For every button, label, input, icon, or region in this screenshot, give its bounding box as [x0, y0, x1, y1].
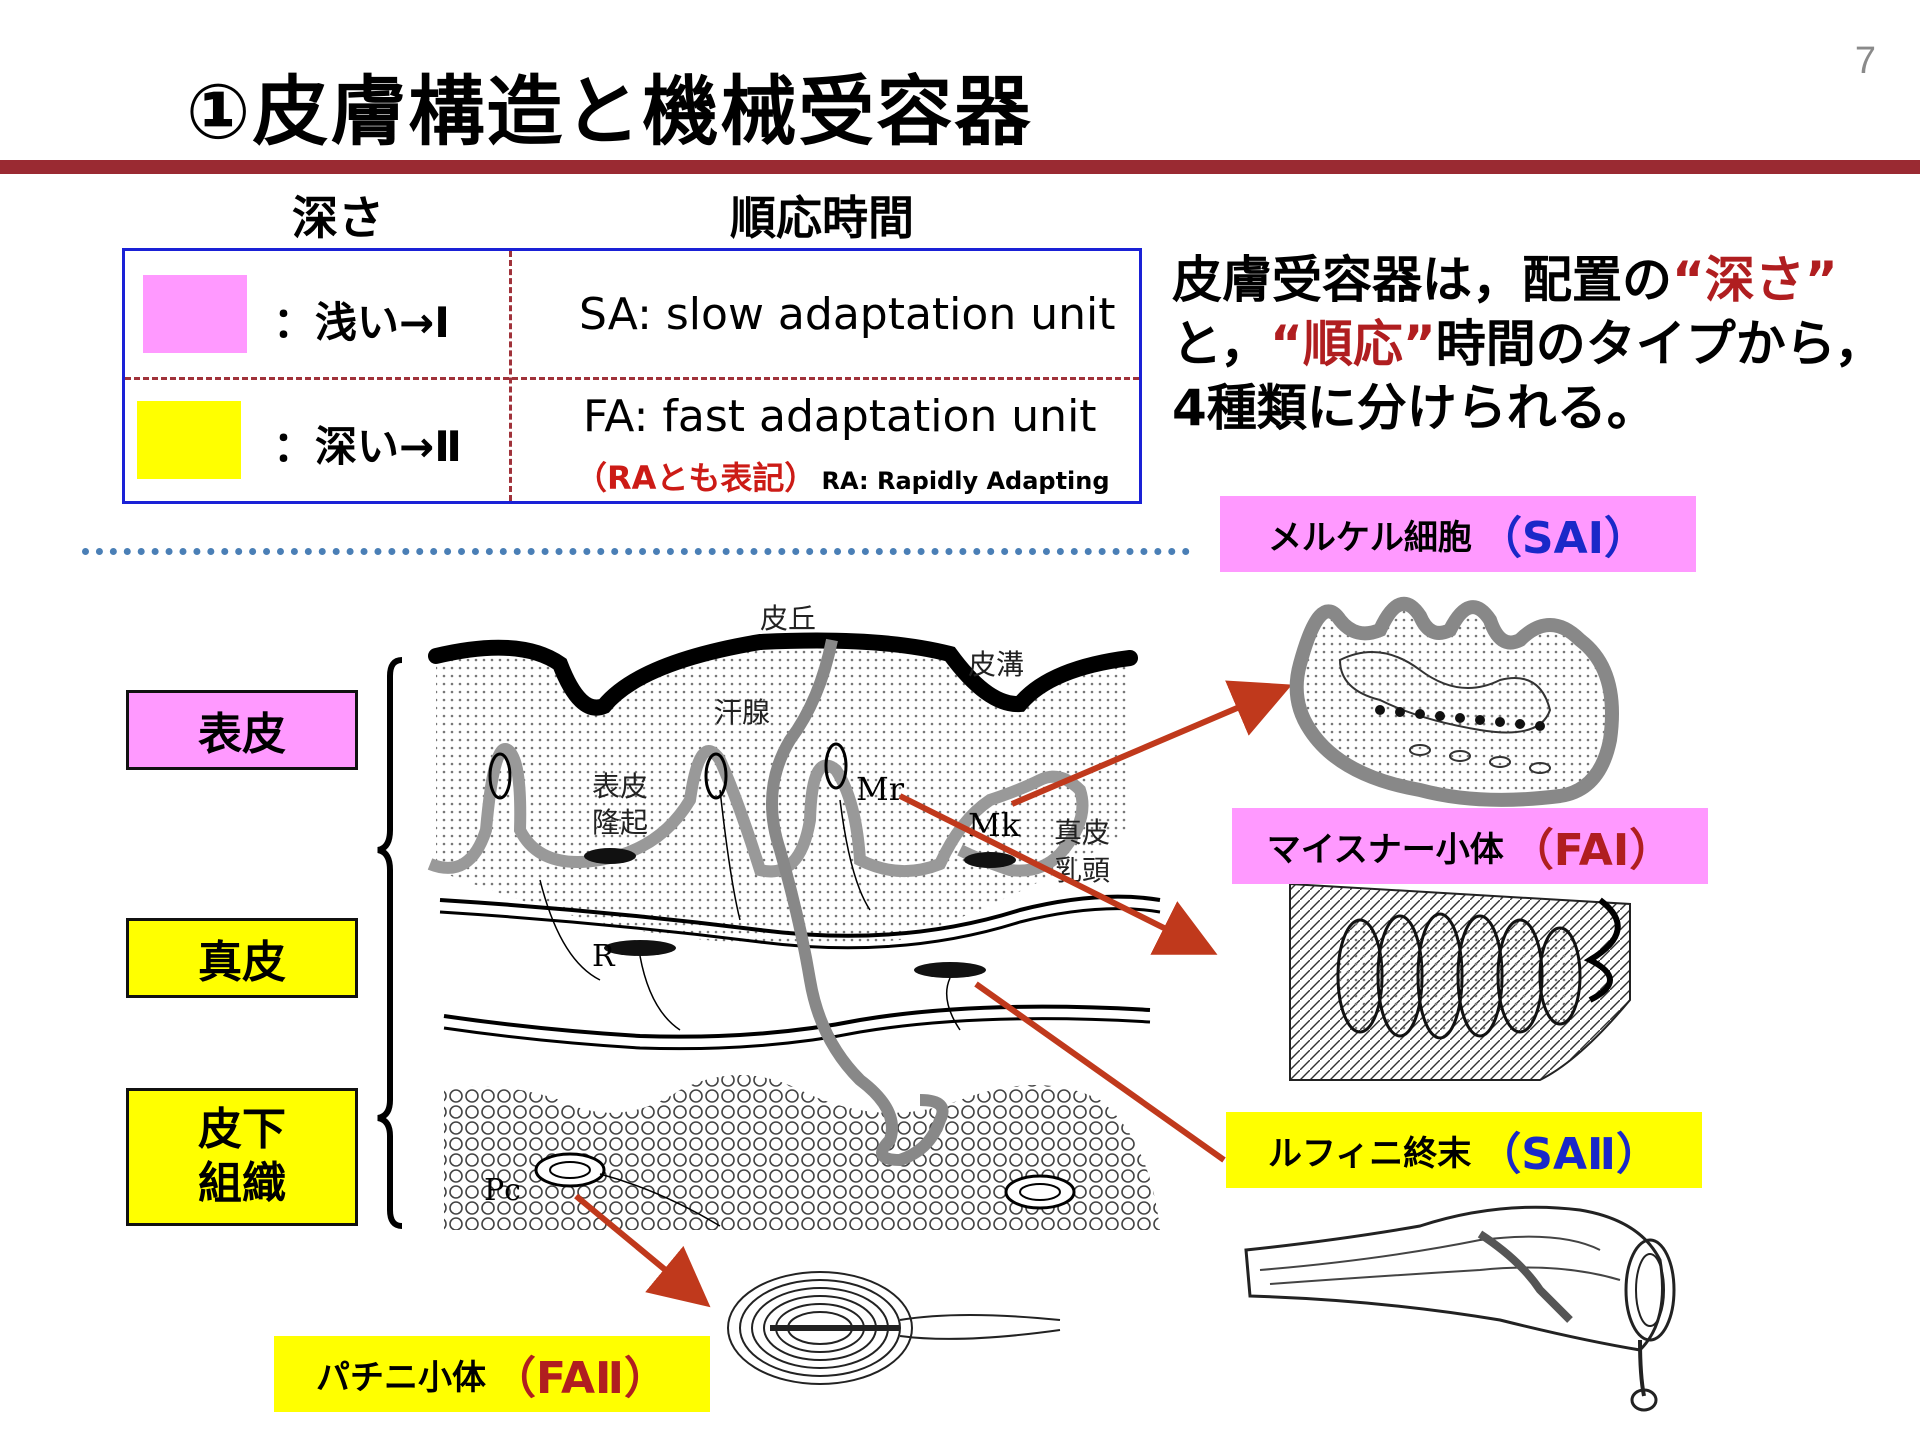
meissner-mid	[704, 752, 728, 800]
summary-highlight-adaptation: “順応”	[1270, 315, 1436, 373]
slide-title: ①皮膚構造と機械受容器	[186, 67, 1033, 156]
table-vertical-divider	[509, 251, 512, 501]
arrow-to-pacinian	[574, 1193, 711, 1308]
receptor-code-meissner: （FAⅠ）	[1509, 825, 1674, 876]
label-mr: Mr	[856, 770, 905, 808]
receptor-name-pacinian: パチニ小体	[315, 1357, 486, 1398]
dermis-line-4	[443, 1017, 1151, 1051]
receptor-name-ruffini: ルフィニ終末	[1267, 1133, 1472, 1174]
merkel-cell-illustration	[1289, 596, 1619, 807]
unit-label-fa: FA: fast adaptation unit	[583, 391, 1097, 442]
ruffini-left	[604, 940, 676, 956]
table-header-adaptation-time: 順応時間	[730, 191, 914, 245]
label-pc: Pc	[484, 1173, 521, 1208]
receptor-code-merkel: （SAⅠ）	[1477, 513, 1649, 564]
slide-number: 7	[1854, 40, 1876, 82]
table-horizontal-divider	[125, 377, 1139, 380]
pacinian-left	[534, 1152, 606, 1188]
label-r: R	[592, 939, 616, 974]
layer-brace	[377, 657, 403, 1229]
label-hyohi-1: 表皮	[592, 770, 648, 803]
epidermis-region	[436, 639, 1130, 945]
legend-table: ：浅い→Ⅰ SA: slow adaptation unit ：深い→Ⅱ FA:…	[122, 248, 1142, 504]
label-hikyu: 皮丘	[760, 602, 816, 635]
receptor-code-pacinian: （FAⅡ）	[491, 1353, 669, 1404]
summary-text: 皮膚受容器は，配置の“深さ” と，“順応”時間のタイプから， 4種類に分けられる…	[1172, 248, 1892, 440]
receptor-code-ruffini: （SAⅡ）	[1477, 1129, 1661, 1180]
label-hiko: 皮溝	[968, 648, 1024, 681]
receptor-label-meissner: マイスナー小体 （FAⅠ）	[1232, 808, 1708, 884]
summary-highlight-depth: “深さ”	[1672, 251, 1838, 309]
skin-surface	[428, 632, 1138, 716]
label-shinpi-2: 乳頭	[1054, 854, 1110, 887]
layer-tag-subcutaneous: 皮下 組織	[126, 1088, 358, 1226]
arrow-to-merkel	[1010, 680, 1293, 807]
arrow-to-meissner	[898, 793, 1218, 955]
meissner-right	[824, 742, 848, 790]
fa-note-ra: （RAとも表記）	[575, 459, 817, 497]
receptor-name-meissner: マイスナー小体	[1266, 829, 1504, 870]
receptor-label-pacinian: パチニ小体 （FAⅡ）	[274, 1336, 710, 1412]
dermis-line-2	[439, 907, 1161, 950]
label-mk: Mk	[968, 806, 1021, 844]
fa-note: （RAとも表記） RA: Rapidly Adapting	[575, 453, 1110, 499]
fa-note-rapidly-adapting: RA: Rapidly Adapting	[821, 467, 1110, 495]
nerve-fibers	[539, 789, 961, 1227]
depth-label-deep: ：深い→Ⅱ	[273, 422, 462, 471]
table-header-depth: 深さ	[292, 191, 384, 245]
summary-part1: 皮膚受容器は，配置の	[1172, 251, 1672, 309]
label-hyohi-2: 隆起	[592, 806, 648, 839]
swatch-deep	[137, 401, 241, 479]
summary-part3: 時間のタイプから，	[1435, 315, 1885, 373]
ruffini-right	[914, 962, 986, 978]
receptor-label-merkel: メルケル細胞 （SAⅠ）	[1220, 496, 1696, 572]
layer-tag-epidermis: 表皮	[126, 690, 358, 770]
swatch-shallow	[143, 275, 247, 353]
layer-tag-dermis: 真皮	[126, 918, 358, 998]
merkel-marks-right	[964, 852, 1016, 868]
meissner-corpuscle-illustration	[1289, 882, 1631, 1081]
summary-part2: と，	[1172, 315, 1270, 373]
label-kansen: 汗腺	[714, 696, 770, 729]
ruffini-ending-illustration	[1244, 1205, 1676, 1412]
merkel-marks-left	[584, 848, 636, 864]
basal-layer	[427, 743, 1089, 878]
title-rule	[0, 160, 1920, 174]
arrow-to-ruffini	[974, 981, 1226, 1163]
receptor-name-merkel: メルケル細胞	[1267, 517, 1472, 558]
sweat-gland-duct	[766, 638, 949, 1166]
unit-label-sa: SA: slow adaptation unit	[579, 289, 1116, 340]
depth-label-shallow: ：浅い→Ⅰ	[273, 298, 450, 347]
summary-part4: 4種類に分けられる。	[1172, 379, 1657, 437]
meissner-left	[488, 752, 512, 800]
receptor-label-ruffini: ルフィニ終末 （SAⅡ）	[1226, 1112, 1702, 1188]
dotted-divider	[82, 548, 1190, 555]
pacinian-corpuscle-illustration	[727, 1271, 1061, 1385]
subcutaneous-region	[444, 1075, 1160, 1230]
label-shinpi-1: 真皮	[1054, 816, 1110, 849]
dermis-line-1	[439, 894, 1161, 938]
pacinian-right	[1004, 1174, 1076, 1210]
